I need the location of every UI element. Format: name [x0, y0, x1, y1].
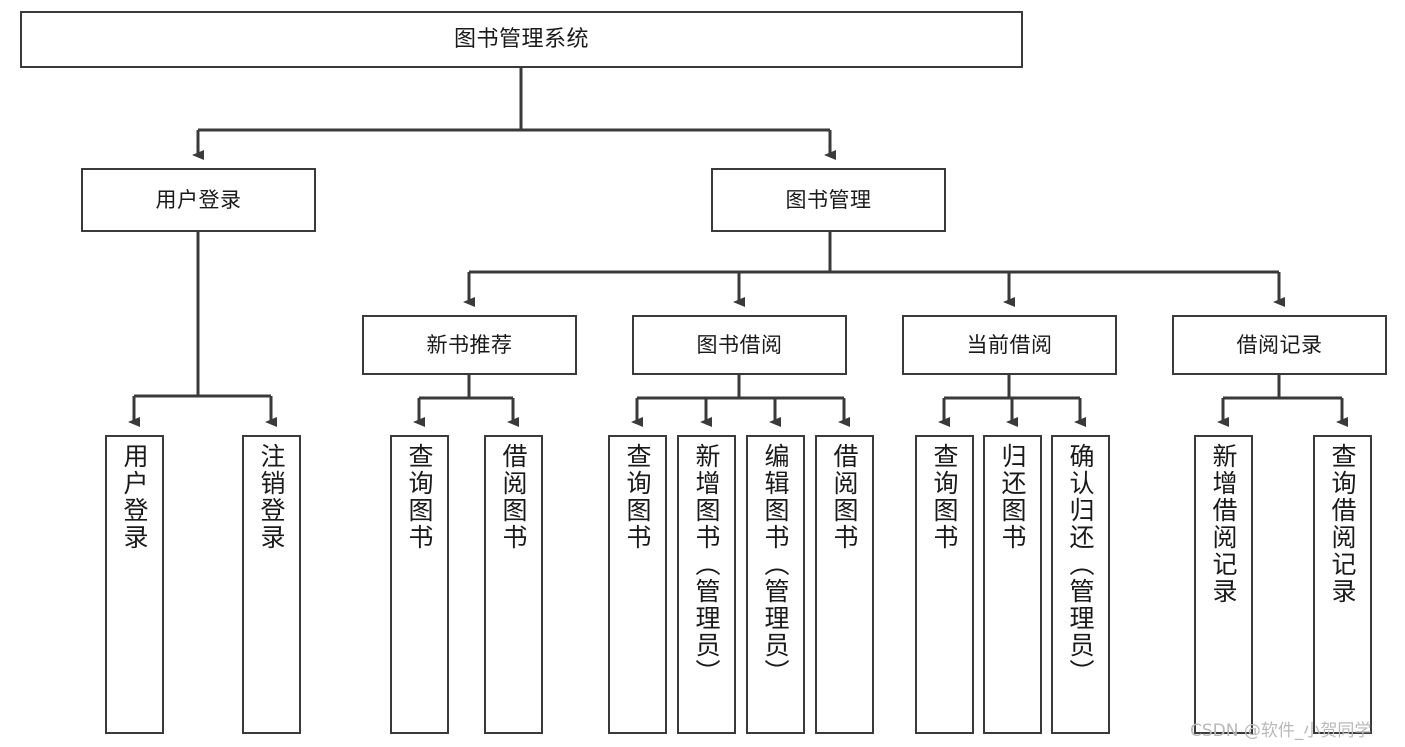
csdn-watermark: CSDN @软件_小贺同学 [1190, 721, 1372, 741]
node-leaf-confirm-return-label: 确认归还（管理员） [1066, 443, 1095, 686]
node-leaf-edit-book-label: 编辑图书（管理员） [761, 443, 790, 686]
node-leaf-user-login[interactable]: 用户登录 [105, 435, 164, 734]
node-leaf-query-book-2[interactable]: 查询图书 [608, 435, 667, 734]
node-leaf-query-book-2-label: 查询图书 [623, 443, 652, 551]
node-borrow-record[interactable]: 借阅记录 [1172, 315, 1387, 375]
node-book-borrow[interactable]: 图书借阅 [632, 315, 847, 375]
node-leaf-add-book[interactable]: 新增图书（管理员） [677, 435, 736, 734]
node-current-borrow-label: 当前借阅 [966, 332, 1053, 357]
node-leaf-add-book-label: 新增图书（管理员） [692, 443, 721, 686]
node-leaf-query-book-3-label: 查询图书 [930, 443, 959, 551]
node-leaf-query-book-3[interactable]: 查询图书 [915, 435, 974, 734]
node-book-manage-label: 图书管理 [785, 187, 872, 212]
node-user-login[interactable]: 用户登录 [81, 168, 316, 232]
node-book-borrow-label: 图书借阅 [696, 332, 783, 357]
node-root[interactable]: 图书管理系统 [20, 11, 1023, 68]
node-current-borrow[interactable]: 当前借阅 [902, 315, 1117, 375]
node-book-manage[interactable]: 图书管理 [711, 168, 946, 232]
node-new-book-recommend[interactable]: 新书推荐 [362, 315, 577, 375]
node-leaf-query-record[interactable]: 查询借阅记录 [1313, 435, 1372, 734]
node-leaf-query-book-1[interactable]: 查询图书 [390, 435, 449, 734]
node-leaf-borrow-book-2[interactable]: 借阅图书 [815, 435, 874, 734]
node-leaf-borrow-book-1[interactable]: 借阅图书 [484, 435, 543, 734]
node-leaf-query-book-1-label: 查询图书 [405, 443, 434, 551]
node-leaf-borrow-book-2-label: 借阅图书 [830, 443, 859, 551]
node-leaf-add-record[interactable]: 新增借阅记录 [1194, 435, 1253, 734]
node-leaf-confirm-return[interactable]: 确认归还（管理员） [1051, 435, 1110, 734]
node-new-book-recommend-label: 新书推荐 [426, 332, 513, 357]
node-borrow-record-label: 借阅记录 [1236, 332, 1323, 357]
node-leaf-logout-login[interactable]: 注销登录 [242, 435, 301, 734]
node-leaf-user-login-label: 用户登录 [120, 443, 149, 551]
node-root-label: 图书管理系统 [453, 26, 589, 52]
node-leaf-add-record-label: 新增借阅记录 [1209, 443, 1238, 605]
node-leaf-return-book-label: 归还图书 [998, 443, 1027, 551]
node-leaf-query-record-label: 查询借阅记录 [1328, 443, 1357, 605]
node-leaf-borrow-book-1-label: 借阅图书 [499, 443, 528, 551]
node-leaf-edit-book[interactable]: 编辑图书（管理员） [746, 435, 805, 734]
node-leaf-logout-login-label: 注销登录 [257, 443, 286, 551]
node-leaf-return-book[interactable]: 归还图书 [983, 435, 1042, 734]
node-user-login-label: 用户登录 [155, 187, 242, 212]
